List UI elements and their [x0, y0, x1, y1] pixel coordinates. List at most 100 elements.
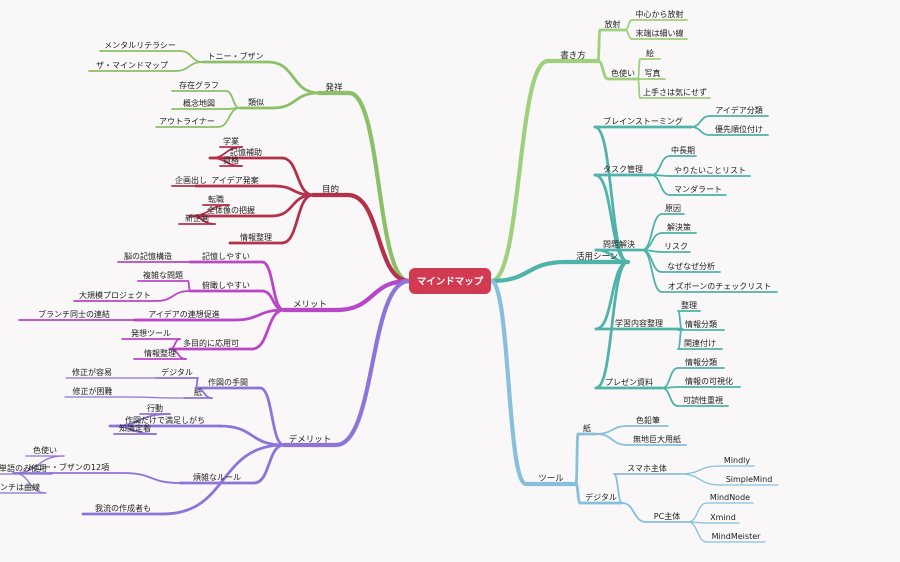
branch-merit-4-2[interactable]: 情報整理	[144, 348, 176, 358]
branch-purpose[interactable]: 目的	[322, 184, 339, 195]
root-node-box[interactable]	[409, 268, 491, 294]
branch-origin[interactable]: 発祥	[325, 82, 343, 93]
branch-tools[interactable]: ツール	[538, 474, 564, 484]
branch-writing-1[interactable]: 放射	[605, 19, 621, 29]
branch-usage[interactable]: 活用シーン	[576, 251, 618, 262]
branch-usage-3-3[interactable]: リスク	[664, 242, 688, 251]
branch-purpose-1-link	[280, 156, 315, 197]
branch-tools-2-2-1[interactable]: MindNode	[710, 493, 750, 502]
branch-demerit-4-link	[161, 443, 286, 516]
branch-usage-2-1-link	[650, 155, 671, 176]
root-node[interactable]: マインドマップ	[409, 268, 491, 294]
branch-writing-2[interactable]: 色使い	[611, 68, 635, 78]
branch-usage-2-1[interactable]: 中長期	[671, 145, 695, 155]
branch-usage-2-2[interactable]: やりたいことリスト	[674, 166, 746, 175]
branch-origin-1-2[interactable]: ザ・マインドマップ	[96, 61, 168, 70]
branch-usage-1-1[interactable]: アイデア分類	[715, 105, 763, 115]
branch-merit-2-2[interactable]: 大規模プロジェクト	[79, 290, 151, 300]
branch-tools-2-2[interactable]: PC主体	[654, 511, 680, 521]
branch-demerit-4[interactable]: 我流の作成者も	[95, 503, 151, 513]
branch-usage-5-2[interactable]: 情報の可視化	[685, 376, 733, 386]
branch-demerit[interactable]: デメリット	[289, 434, 332, 445]
branch-demerit-3-1-3[interactable]: ブランチは曲線	[0, 482, 40, 492]
branch-tools-2-1-2[interactable]: SimpleMind	[726, 475, 773, 484]
branch-demerit-3[interactable]: 煩雑なルール	[193, 472, 241, 482]
branch-usage-4-3[interactable]: 関連付け	[684, 338, 716, 348]
branch-writing-1-1[interactable]: 中心から放射	[636, 9, 684, 19]
branch-origin-1-1[interactable]: メンタルリテラシー	[104, 41, 176, 50]
branch-purpose-2-1[interactable]: 企画出し	[175, 175, 207, 185]
branch-tools-2-2-3[interactable]: MindMeister	[712, 532, 762, 541]
branch-demerit-1-1-1[interactable]: 修正が容易	[72, 367, 112, 377]
branch-writing[interactable]: 書き方	[560, 50, 586, 61]
branch-usage-5-3[interactable]: 可読性重視	[683, 395, 723, 405]
branch-usage-3-4[interactable]: なぜなぜ分析	[667, 261, 715, 271]
branch-origin-1[interactable]: トニー・ブザン	[208, 51, 264, 61]
branch-demerit-1-2[interactable]: 紙	[194, 387, 202, 397]
branch-demerit-2-1[interactable]: 行動	[147, 403, 163, 413]
branch-origin-2-3[interactable]: アウトライナー	[159, 117, 215, 126]
branch-origin-1-2-link	[174, 61, 204, 72]
branch-demerit-1-2-1[interactable]: 修正が困難	[73, 386, 113, 396]
branch-tools-1-1[interactable]: 色鉛筆	[636, 415, 660, 425]
branch-writing-2-link	[596, 59, 610, 81]
branch-merit-4[interactable]: 多目的に応用可	[183, 338, 239, 348]
branch-merit-link	[333, 278, 412, 313]
branch-usage-1[interactable]: ブレインストーミング	[603, 116, 683, 126]
branch-tools-1[interactable]: 紙	[583, 423, 591, 433]
branch-writing-2-2[interactable]: 写真	[645, 68, 661, 78]
branch-merit-3[interactable]: アイデアの連想促進	[148, 309, 220, 319]
branch-origin-2-2[interactable]: 概念地図	[183, 98, 215, 108]
branch-usage-3[interactable]: 問題解決	[603, 239, 635, 249]
branch-usage-5-1-link	[661, 367, 679, 389]
branch-writing-2-3[interactable]: 上手さは気にせず	[643, 87, 707, 97]
branch-purpose-3-2[interactable]: 新企画	[185, 213, 209, 223]
branch-merit-2-1[interactable]: 複雑な問題	[143, 270, 183, 280]
branch-tools-2-1-1[interactable]: Mindly	[724, 456, 750, 465]
branch-demerit-3-1-2[interactable]: 単語のみ使用	[0, 463, 47, 473]
branch-purpose-3-1[interactable]: 転職	[208, 195, 224, 204]
branch-purpose-1-1[interactable]: 学業	[223, 136, 239, 146]
branch-usage-4-2[interactable]: 情報分類	[685, 319, 717, 329]
branch-merit-2[interactable]: 俯瞰しやすい	[202, 280, 250, 290]
branch-merit-1-1[interactable]: 脳の記憶構造	[124, 251, 172, 261]
branch-merit-1[interactable]: 記憶しやすい	[202, 251, 250, 261]
branch-origin-2-1[interactable]: 存在グラフ	[179, 80, 219, 90]
branch-usage-1-2[interactable]: 優先順位付け	[715, 124, 763, 134]
branch-writing-2-1[interactable]: 絵	[646, 48, 654, 58]
branch-demerit-3-1-1[interactable]: 色使い	[33, 445, 57, 455]
branch-merit-4-1[interactable]: 発想ツール	[131, 328, 171, 338]
branch-merit[interactable]: メリット	[293, 300, 327, 310]
branch-purpose-1-2[interactable]: 資格	[223, 155, 239, 165]
branch-usage-1-2-link	[690, 126, 711, 136]
branch-writing-1-2[interactable]: 末端は細い線	[636, 28, 684, 38]
branch-tools-2[interactable]: デジタル	[585, 492, 617, 502]
branch-demerit-2-2[interactable]: 知識定着	[119, 423, 151, 433]
branch-tools-1-1-link	[595, 425, 629, 435]
branch-usage-3-5[interactable]: オズボーンのチェックリスト	[668, 281, 772, 291]
branch-demerit-1-1[interactable]: デジタル	[161, 367, 193, 377]
branch-demerit-2[interactable]: 作図だけで満足しがち	[125, 415, 205, 425]
branch-usage-4-1[interactable]: 整理	[681, 300, 697, 310]
branch-merit-3-1[interactable]: ブランチ同士の連結	[38, 309, 110, 319]
branch-origin-1-link	[266, 60, 321, 95]
branch-usage-5[interactable]: プレゼン資料	[605, 377, 653, 387]
branch-tools-2-1[interactable]: スマホ主体	[627, 463, 667, 473]
branch-usage-3-1[interactable]: 原因	[665, 204, 681, 213]
branch-usage-2-3[interactable]: マンダラート	[674, 184, 722, 194]
branch-demerit-3-1[interactable]: トニー・ブザンの12項	[27, 462, 109, 472]
branch-usage-4[interactable]: 学習内容整理	[615, 318, 663, 328]
branch-purpose-4[interactable]: 情報整理	[240, 232, 272, 242]
branch-purpose-2[interactable]: アイデア発案	[211, 175, 259, 185]
branch-tools-2-2-2[interactable]: Xmind	[710, 513, 736, 522]
branch-demerit-1[interactable]: 作図の手間	[208, 377, 248, 387]
branch-purpose-1[interactable]: 記憶補助	[230, 147, 262, 157]
branch-usage-2[interactable]: タスク管理	[603, 164, 643, 174]
branch-usage-5-1[interactable]: 情報分類	[685, 357, 717, 367]
branch-tools-1-2[interactable]: 無地巨大用紙	[633, 434, 681, 444]
branch-usage-3-2[interactable]: 解決策	[667, 222, 691, 232]
branch-purpose-3[interactable]: 全体像の把握	[207, 205, 255, 215]
branch-demerit-1-2-1-link	[119, 396, 185, 399]
branch-origin-2[interactable]: 類似	[248, 97, 264, 107]
